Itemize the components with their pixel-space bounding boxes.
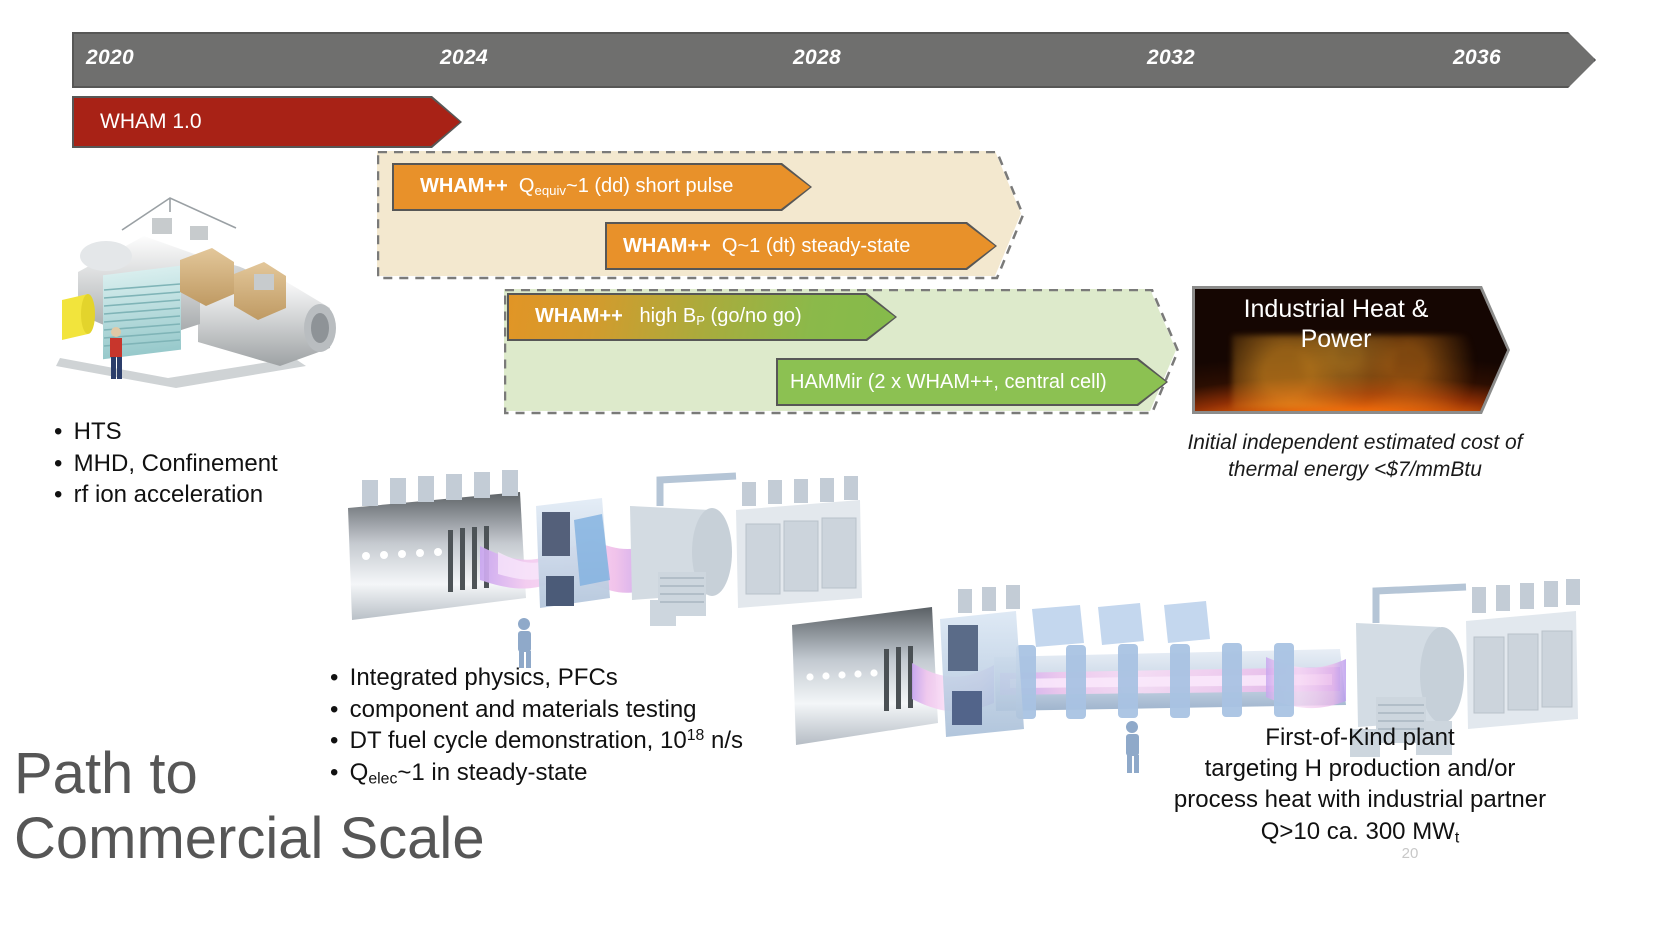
bullet-item: rf ion acceleration [54, 479, 278, 511]
sun-image [1195, 289, 1507, 411]
wham-device-illustration [56, 197, 336, 388]
fok-line-4-subscript: t [1454, 829, 1460, 847]
bullet-item: HTS [54, 416, 278, 448]
timeline-bar [72, 32, 1596, 88]
wham-plus-plus-device-illustration [348, 470, 862, 668]
arrow-body [778, 360, 1166, 404]
bullet-subscript: elec [368, 770, 398, 788]
fok-line-3: process heat with industrial partner [1173, 786, 1547, 814]
industrial-heat-power-title: Industrial Heat & Power [1192, 295, 1480, 354]
arrow-body [394, 165, 810, 209]
timeline-year-2036: 2036 [1453, 46, 1501, 69]
phase-label-bold: WHAM++ [623, 235, 711, 257]
bullet-item: component and materials testing [330, 694, 743, 726]
cost-estimate-note: Initial independent estimated cost of th… [1120, 430, 1590, 484]
phase-label-sub: P [696, 313, 705, 329]
phase-label-prefix: high B [639, 305, 697, 328]
bullet-item: MHD, Confinement [54, 448, 278, 480]
bullet-exponent: 18 [686, 727, 705, 745]
hammir-device-illustration [792, 579, 1580, 773]
phase-label-hammir: HAMMir (2 x WHAM++, central cell) [790, 371, 1107, 393]
phase-label-wham-1: WHAM 1.0 [100, 110, 202, 134]
bullet-item: Integrated physics, PFCs [330, 662, 743, 694]
timeline-year-2028: 2028 [793, 46, 841, 69]
arrow-body [509, 295, 895, 339]
cost-note-line-2: thermal energy <$7/mmBtu [1228, 457, 1482, 481]
phase-arrow-hammir[interactable]: HAMMir (2 x WHAM++, central cell) [776, 358, 1168, 406]
arrow-body [607, 224, 995, 268]
industrial-heat-power-card[interactable]: Industrial Heat & Power [1192, 286, 1510, 414]
cost-note-line-1: Initial independent estimated cost of [1187, 431, 1523, 454]
phase-label-wham-high-bp: WHAM++ high BP (go/no go) [507, 305, 802, 328]
fok-line-2: targeting H production and/or [1204, 755, 1516, 783]
timeline-year-2032: 2032 [1147, 46, 1195, 69]
timeline-year-2020: 2020 [86, 46, 134, 69]
fok-line-4-text: Q>10 ca. 300 MW [1260, 817, 1455, 845]
phase-label-sub: equiv [534, 183, 567, 199]
scale-person [110, 327, 122, 379]
first-of-kind-plant-note: First-of-Kind plant targeting H producti… [1140, 722, 1580, 849]
scale-person [518, 618, 531, 668]
fok-line-1: First-of-Kind plant [1265, 724, 1455, 751]
timeline-year-2024: 2024 [440, 46, 488, 69]
title-line-1: Industrial Heat & [1243, 295, 1429, 323]
phase-label-bold: WHAM++ [535, 305, 623, 328]
bullet-text-a: DT fuel cycle demonstration, 10 [349, 727, 687, 755]
scale-person [1126, 721, 1139, 773]
phase-arrow-wham-dd[interactable]: WHAM++ Qequiv~1 (dd) short pulse [392, 163, 812, 211]
phase-label-rest: Q~1 (dt) steady-state [721, 235, 911, 257]
bullet-item: Qelec~1 in steady-state [330, 757, 743, 790]
page-number: 20 [1401, 845, 1419, 862]
phase-label-bold: WHAM++ [420, 175, 508, 198]
phase-label-rest: ~1 (dd) short pulse [566, 175, 734, 198]
arrow-body [74, 98, 460, 146]
wham-capability-bullets: HTS MHD, Confinement rf ion acceleration [54, 416, 278, 511]
bullet-text-b: ~1 in steady-state [397, 759, 588, 787]
phase-label-q: Q [518, 175, 535, 198]
phase-label-wham-dt: WHAM++ Q~1 (dt) steady-state [605, 235, 910, 257]
phase-label-rest: (go/no go) [704, 305, 802, 328]
bullet-item: DT fuel cycle demonstration, 1018 n/s [330, 725, 743, 757]
phase-arrow-wham-dt[interactable]: WHAM++ Q~1 (dt) steady-state [605, 222, 997, 270]
phase-arrow-wham-high-bp[interactable]: WHAM++ high BP (go/no go) [507, 293, 897, 341]
title-line-2: Power [1300, 324, 1372, 353]
wham-plus-plus-capability-bullets: Integrated physics, PFCs component and m… [330, 662, 743, 790]
phase-label-wham-dd: WHAM++ Qequiv~1 (dd) short pulse [392, 175, 733, 198]
fok-line-4: Q>10 ca. 300 MWt [1140, 816, 1580, 849]
solar-flare-texture [1232, 335, 1482, 408]
bullet-text-b: n/s [704, 727, 744, 755]
slide-title: Path to Commercial Scale [14, 741, 485, 871]
bullet-text-a: Q [349, 759, 369, 787]
phase-arrow-wham-1[interactable]: WHAM 1.0 [72, 96, 462, 148]
